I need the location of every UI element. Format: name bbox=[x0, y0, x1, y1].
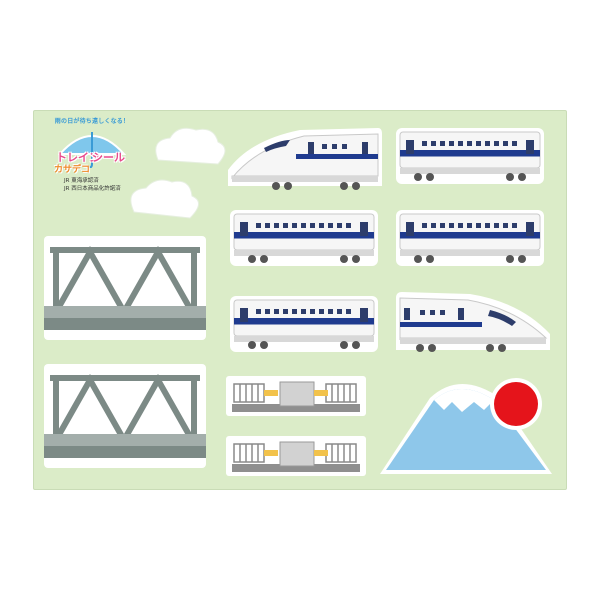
license-text-jr-central: JR 東海承認済 bbox=[64, 178, 99, 184]
license-text-jr-west: JR 西日本商品化許諾済 bbox=[64, 186, 121, 192]
shinkansen-lead-car-icon bbox=[228, 128, 382, 190]
cloud-icon bbox=[155, 127, 226, 165]
platform-icon bbox=[225, 375, 367, 417]
shinkansen-car-icon bbox=[229, 295, 379, 353]
truss-bridge-icon bbox=[44, 364, 206, 468]
brand-name-train: トレイン bbox=[56, 151, 100, 164]
brand-name-kasadeco: カサデコ bbox=[54, 165, 91, 175]
shinkansen-lead-car-icon bbox=[396, 292, 550, 352]
product-logo: 雨の日が待ち遠しくなる！ トレイン シール カサデコ JR 東海承認済 JR 西… bbox=[50, 116, 134, 196]
truss-bridge-icon bbox=[44, 236, 206, 340]
platform-icon bbox=[225, 435, 367, 477]
cloud-icon bbox=[130, 179, 199, 219]
umbrella-icon bbox=[57, 132, 127, 168]
shinkansen-car-icon bbox=[395, 209, 545, 267]
brand-name-seal: シール bbox=[92, 151, 125, 164]
shinkansen-car-icon bbox=[229, 209, 379, 267]
sun-icon bbox=[490, 378, 542, 430]
mount-fuji-icon bbox=[380, 384, 552, 474]
shinkansen-car-icon bbox=[395, 127, 545, 185]
tagline: 雨の日が待ち遠しくなる！ bbox=[54, 118, 130, 125]
